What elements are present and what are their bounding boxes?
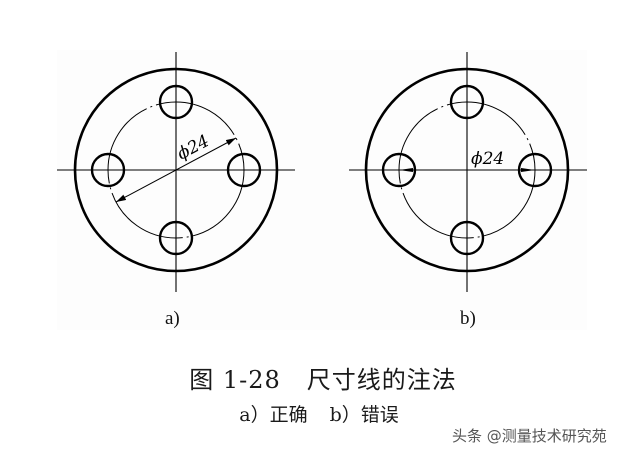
figure-caption: 图 1-28 尺寸线的注法: [0, 360, 626, 395]
figure-subcaption: a）正确 b）错误: [0, 400, 626, 427]
subcaption-a: a）正确: [239, 404, 308, 426]
label-b: b): [460, 308, 476, 329]
dimension-text-a: ϕ24: [174, 131, 213, 164]
hole-bottom: [449, 220, 485, 256]
subcaption-b: b）错误: [329, 404, 399, 426]
hole-top: [449, 84, 485, 120]
figure-title: 尺寸线的注法: [306, 366, 457, 394]
arrow-right: [521, 168, 535, 172]
hole-bottom: [158, 220, 194, 256]
figure-a-flange: ϕ24: [57, 52, 295, 292]
hole-top: [158, 84, 194, 120]
figure-number: 图 1-28: [189, 366, 281, 394]
diameter-dimension-line: [115, 137, 237, 203]
watermark: 头条 @测量技术研究苑: [452, 427, 607, 445]
hole-left: [381, 152, 417, 188]
arrow-left: [399, 168, 413, 172]
dimension-text-b: ϕ24: [471, 149, 504, 169]
figure-b-flange: ϕ24: [349, 52, 587, 292]
drawing-figures: ϕ24 ϕ24: [57, 52, 587, 292]
label-a: a): [165, 308, 180, 329]
hole-right: [517, 152, 553, 188]
